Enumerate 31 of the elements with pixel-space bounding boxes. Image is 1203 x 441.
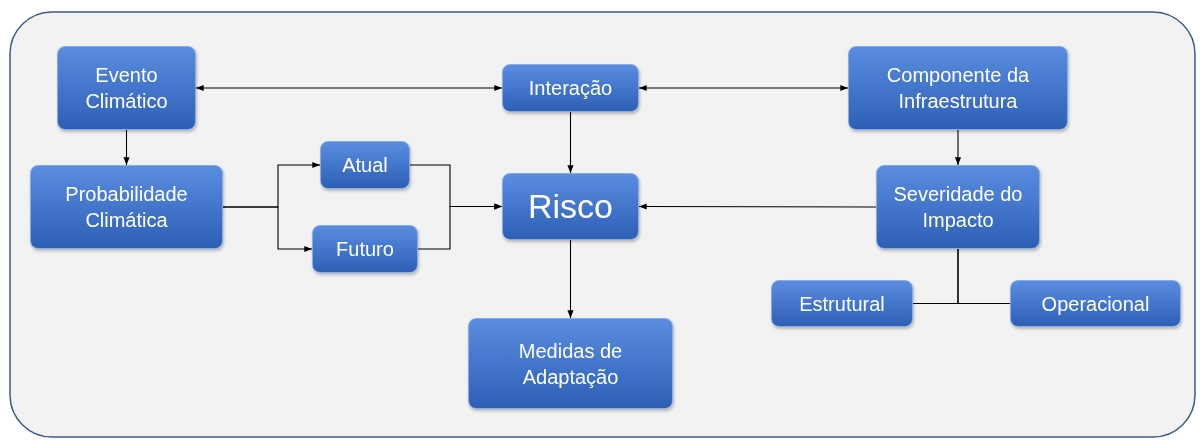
process-box bbox=[502, 173, 639, 240]
connector-arrow bbox=[567, 239, 574, 319]
node-label: Evento Climático bbox=[84, 63, 169, 114]
connector-arrow bbox=[195, 84, 503, 92]
node-label: Operacional bbox=[1041, 291, 1150, 317]
process-box bbox=[502, 64, 639, 112]
node-label: Risco bbox=[528, 186, 613, 228]
node-label: Componente da Infraestrutura bbox=[885, 63, 1031, 114]
connector-arrow bbox=[567, 111, 574, 174]
process-box bbox=[320, 141, 410, 189]
connector-arrow bbox=[417, 203, 503, 250]
node-label: Probabilidade Climática bbox=[64, 182, 189, 233]
node-label: Medidas de Adaptação bbox=[517, 338, 624, 390]
connector-arrow bbox=[123, 129, 130, 166]
connector-arrow bbox=[638, 84, 849, 92]
process-box bbox=[468, 318, 673, 409]
process-box bbox=[30, 165, 223, 249]
node-label: Estrutural bbox=[799, 291, 885, 317]
process-box bbox=[771, 280, 913, 327]
process-box bbox=[312, 225, 418, 273]
connector-arrow bbox=[638, 203, 877, 210]
process-box bbox=[57, 46, 196, 130]
process-box bbox=[876, 165, 1040, 249]
process-box bbox=[848, 46, 1068, 130]
node-label: Futuro bbox=[336, 237, 394, 262]
node-label: Atual bbox=[342, 153, 388, 178]
process-box bbox=[1010, 280, 1181, 327]
node-label: Severidade do Impacto bbox=[892, 182, 1024, 233]
connector-arrow bbox=[954, 129, 962, 166]
node-label: Interação bbox=[528, 76, 613, 101]
connector-arrow bbox=[222, 206, 313, 253]
